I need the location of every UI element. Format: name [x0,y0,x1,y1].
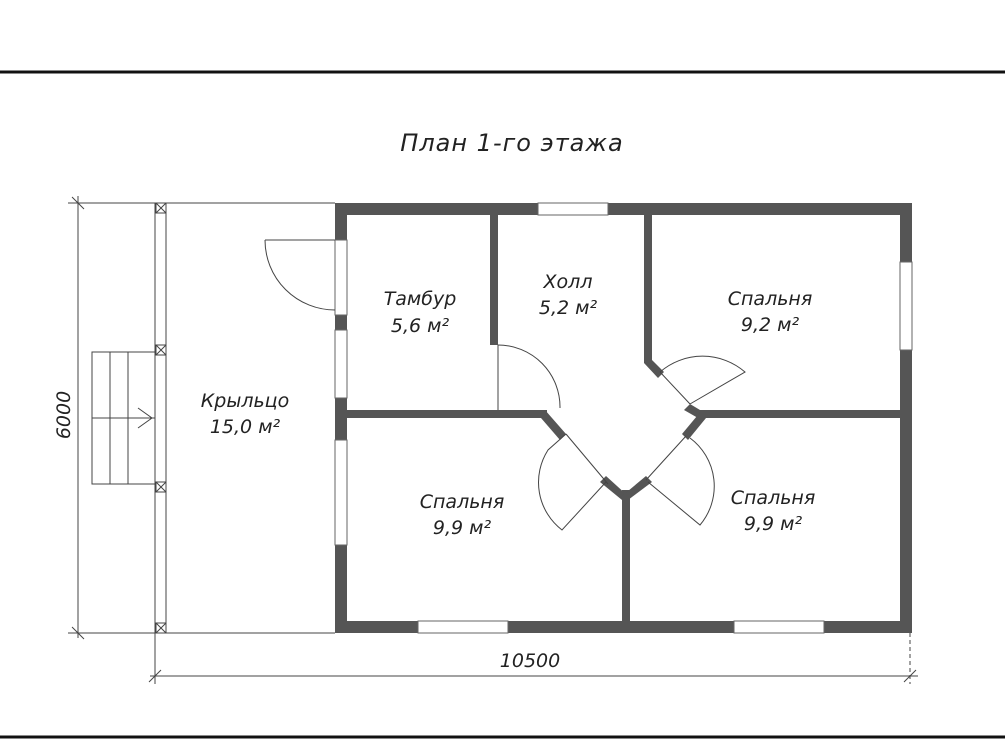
width-dimension [148,633,918,684]
height-label: 6000 [53,391,75,439]
room-area-porch: 15,0 м² [210,416,281,438]
height-dimension [68,196,335,640]
doors [264,239,746,531]
room-name-bedroom-2: Спальня [420,491,505,513]
width-label: 10500 [500,650,560,672]
room-area-bedroom-2: 9,9 м² [433,517,492,539]
porch [91,203,167,633]
plan-title: План 1-го этажа [400,129,623,157]
room-name-tambur: Тамбур [384,288,457,310]
room-area-tambur: 5,6 м² [391,315,450,337]
room-area-hall: 5,2 м² [539,297,598,319]
walls [335,203,912,633]
room-name-hall: Холл [543,271,593,293]
windows [334,202,913,634]
room-area-bedroom-1: 9,2 м² [741,314,800,336]
room-area-bedroom-3: 9,9 м² [744,513,803,535]
room-name-bedroom-1: Спальня [728,288,813,310]
room-name-porch: Крыльцо [201,390,289,412]
room-name-bedroom-3: Спальня [731,487,816,509]
porch-columns [155,202,167,634]
